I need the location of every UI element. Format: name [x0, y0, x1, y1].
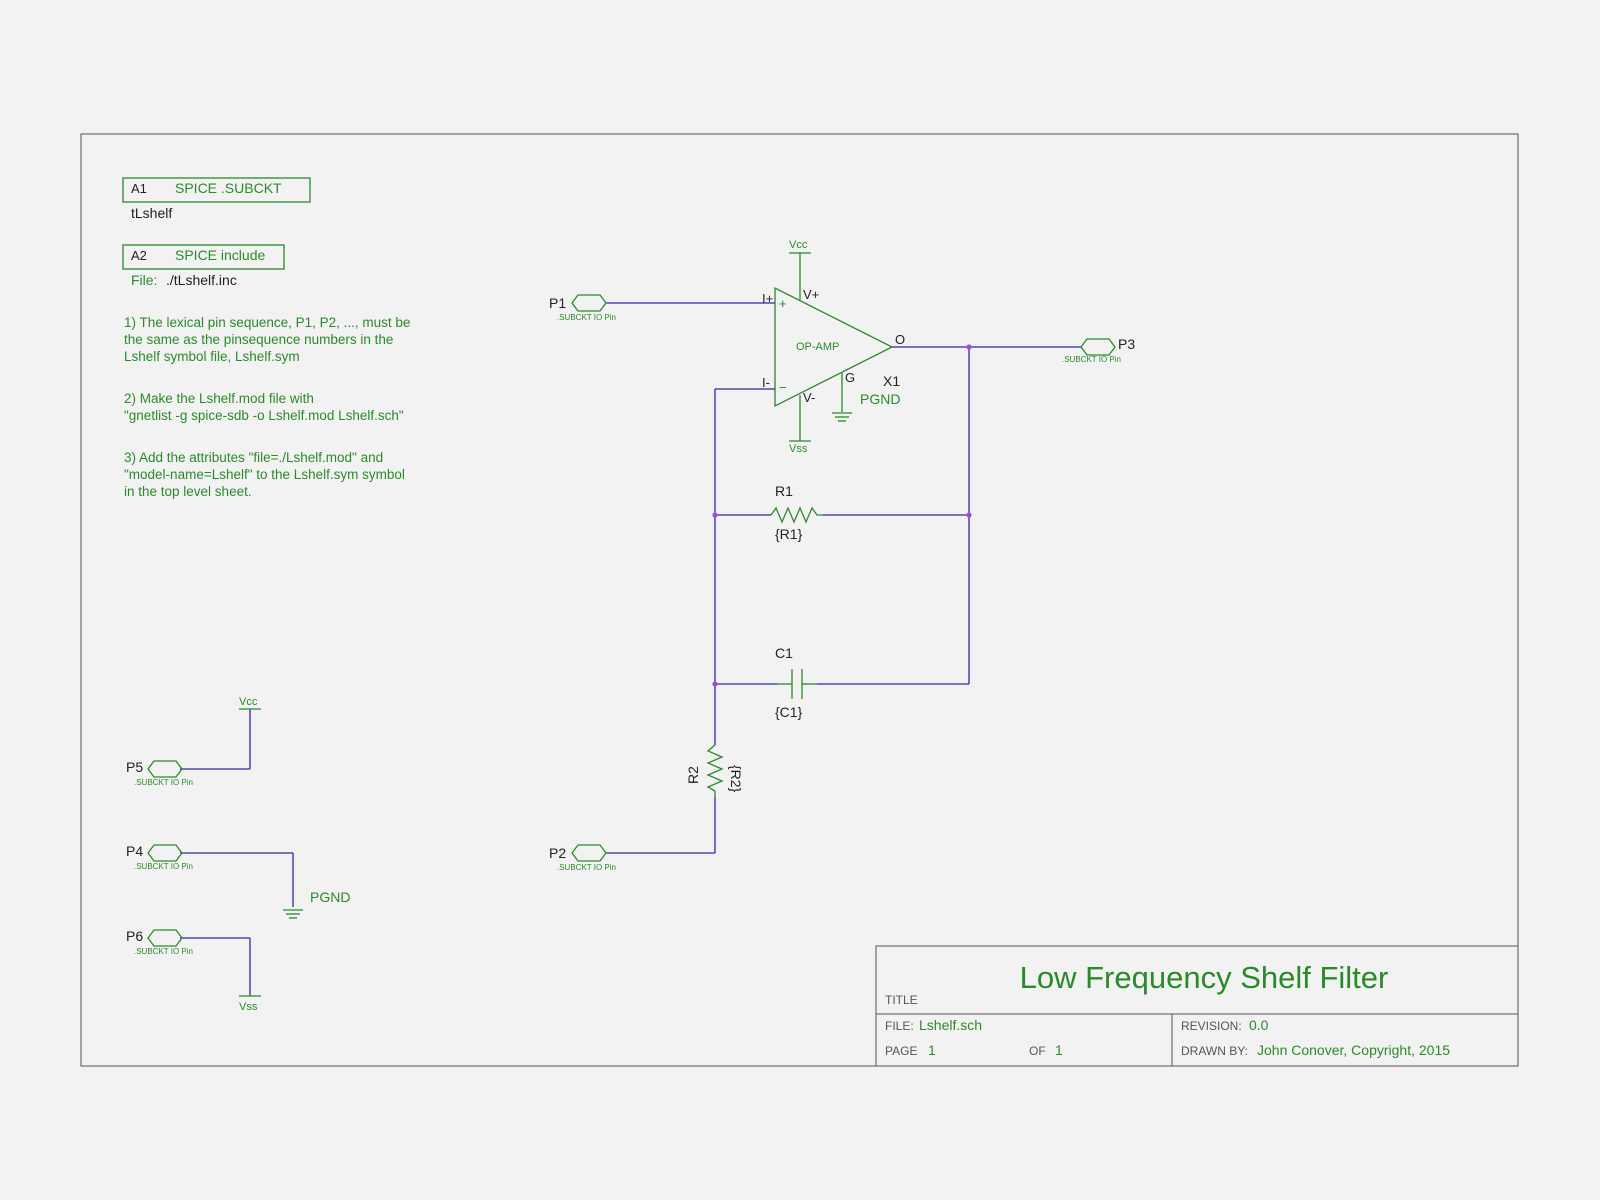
- p1-label: P1: [549, 295, 566, 311]
- file-value: Lshelf.sch: [919, 1017, 982, 1033]
- p4-type: .SUBCKT IO Pin: [134, 862, 193, 871]
- p2-label: P2: [549, 845, 566, 861]
- file-label: FILE:: [885, 1019, 914, 1033]
- p3-type: .SUBCKT IO Pin: [1062, 355, 1121, 364]
- a2-file-label: File:: [131, 272, 157, 288]
- note-3: 3) Add the attributes "file=./Lshelf.mod…: [124, 450, 405, 499]
- ground-symbol-opamp: [832, 412, 852, 422]
- spice-include-attribute: A2 SPICE include File: ./tLshelf.inc: [122, 244, 285, 288]
- c1-value: {C1}: [775, 704, 803, 720]
- note-1-line-3: Lshelf symbol file, Lshelf.sym: [124, 349, 300, 364]
- note-2: 2) Make the Lshelf.mod file with "gnetli…: [124, 391, 404, 423]
- opamp-x1: OP-AMP + − I+ I- V+ V- O G X1 PGND: [762, 253, 905, 441]
- r1-ref: R1: [775, 483, 793, 499]
- revision-label: REVISION:: [1181, 1019, 1242, 1033]
- opamp-plus-sign: +: [779, 296, 787, 311]
- vcc-label-opamp: Vcc: [789, 239, 808, 251]
- drawn-by-label: DRAWN BY:: [1181, 1044, 1248, 1058]
- opamp-pin-vplus: V+: [803, 287, 819, 302]
- note-1-line-2: the same as the pinsequence numbers in t…: [124, 332, 393, 347]
- opamp-pin-in-plus: I+: [762, 291, 773, 306]
- drawing-title: Low Frequency Shelf Filter: [1020, 960, 1389, 995]
- p6-type: .SUBCKT IO Pin: [134, 947, 193, 956]
- drawn-by-value: John Conover, Copyright, 2015: [1257, 1042, 1450, 1058]
- opamp-pin-gnd: G: [845, 370, 855, 385]
- note-1-line-1: 1) The lexical pin sequence, P1, P2, ...…: [124, 315, 410, 330]
- p2-type: .SUBCKT IO Pin: [557, 863, 616, 872]
- junction-dots: [712, 344, 972, 687]
- io-pin-p2: P2 .SUBCKT IO Pin: [549, 844, 616, 872]
- junction: [712, 512, 718, 518]
- a1-ref: A1: [131, 181, 147, 196]
- r1-value: {R1}: [775, 526, 803, 542]
- note-2-line-2: "gnetlist -g spice-sdb -o Lshelf.mod Lsh…: [124, 408, 404, 423]
- revision-value: 0.0: [1249, 1017, 1269, 1033]
- vcc-symbol-opamp: Vcc: [789, 239, 811, 254]
- a2-ref: A2: [131, 248, 147, 263]
- note-3-line-3: in the top level sheet.: [124, 484, 252, 499]
- p4-label: P4: [126, 843, 143, 859]
- r2-ref: R2: [685, 766, 701, 784]
- vss-symbol-p6: Vss: [239, 995, 261, 1013]
- p6-label: P6: [126, 928, 143, 944]
- junction: [966, 344, 972, 350]
- resistor-r1: R1 {R1}: [770, 483, 823, 542]
- opamp-pin-in-minus: I-: [762, 375, 770, 390]
- junction: [712, 681, 718, 687]
- page-value: 1: [928, 1042, 936, 1058]
- opamp-minus-sign: −: [779, 380, 787, 395]
- note-3-line-1: 3) Add the attributes "file=./Lshelf.mod…: [124, 450, 383, 465]
- opamp-gnd-net: PGND: [860, 391, 900, 407]
- note-2-line-1: 2) Make the Lshelf.mod file with: [124, 391, 314, 406]
- p3-label: P3: [1118, 336, 1135, 352]
- c1-ref: C1: [775, 645, 793, 661]
- note-1: 1) The lexical pin sequence, P1, P2, ...…: [124, 315, 410, 364]
- opamp-pin-vminus: V-: [803, 390, 815, 405]
- io-pin-p1: P1 .SUBCKT IO Pin: [549, 294, 616, 322]
- r2-value: {R2}: [728, 765, 744, 793]
- sheet-frame: [80, 133, 1519, 1067]
- of-label: OF: [1029, 1044, 1046, 1058]
- net-wires: [180, 302, 1081, 996]
- io-pin-p6: P6 .SUBCKT IO Pin: [126, 928, 193, 956]
- ground-symbol-p4: PGND: [283, 889, 350, 919]
- capacitor-c1: C1 {C1}: [775, 645, 817, 720]
- title-block: TITLE Low Frequency Shelf Filter FILE: L…: [875, 945, 1519, 1067]
- spice-subckt-attribute: A1 SPICE .SUBCKT tLshelf: [122, 177, 311, 221]
- page-label: PAGE: [885, 1044, 917, 1058]
- resistor-r2: R2 {R2}: [685, 744, 744, 797]
- of-value: 1: [1055, 1042, 1063, 1058]
- opamp-pin-out: O: [895, 332, 905, 347]
- a1-value: tLshelf: [131, 205, 172, 221]
- a2-value: ./tLshelf.inc: [166, 272, 237, 288]
- title-label: TITLE: [885, 993, 918, 1007]
- p1-type: .SUBCKT IO Pin: [557, 313, 616, 322]
- a2-label: SPICE include: [175, 247, 265, 263]
- vss-label-p6: Vss: [239, 1001, 258, 1013]
- a1-label: SPICE .SUBCKT: [175, 180, 282, 196]
- io-pin-p5: P5 .SUBCKT IO Pin: [126, 759, 193, 787]
- p5-type: .SUBCKT IO Pin: [134, 778, 193, 787]
- vss-symbol-opamp: Vss: [789, 440, 811, 455]
- junction: [966, 512, 972, 518]
- vcc-label-p5: Vcc: [239, 696, 258, 708]
- pgnd-label: PGND: [310, 889, 350, 905]
- io-pin-p3: P3 .SUBCKT IO Pin: [1062, 336, 1135, 364]
- io-pin-p4: P4 .SUBCKT IO Pin: [126, 843, 193, 871]
- p5-label: P5: [126, 759, 143, 775]
- vss-label-opamp: Vss: [789, 443, 808, 455]
- opamp-refdes: X1: [883, 373, 900, 389]
- vcc-symbol-p5: Vcc: [239, 696, 261, 710]
- opamp-body-label: OP-AMP: [796, 341, 839, 353]
- note-3-line-2: "model-name=Lshelf" to the Lshelf.sym sy…: [124, 467, 405, 482]
